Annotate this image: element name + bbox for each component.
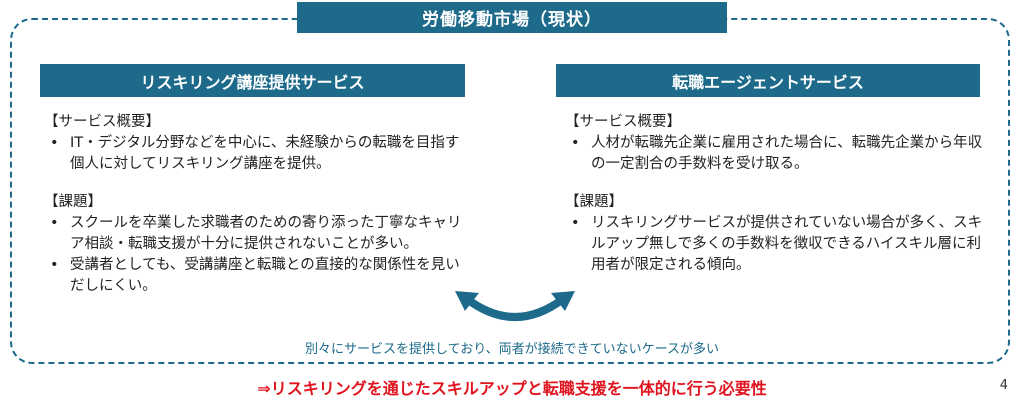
list-item: リスキリングサービスが提供されていない場合が多く、スキルアップ無しで多くの手数料… (565, 213, 985, 276)
list-item: 受講者としても、受講講座と転職との直接的な関係性を見いだしにくい。 (44, 255, 464, 297)
right-service-header: 転職エージェントサービス (556, 64, 980, 97)
left-overview-label: 【サービス概要】 (44, 114, 160, 130)
left-service-header: リスキリング講座提供サービス (40, 64, 465, 97)
right-overview-label: 【サービス概要】 (565, 114, 681, 130)
left-overview-list: IT・デジタル分野などを中心に、未経験からの転職を目指す個人に対してリスキリング… (44, 133, 464, 175)
bidirectional-arrow-icon (455, 291, 575, 321)
list-item: IT・デジタル分野などを中心に、未経験からの転職を目指す個人に対してリスキリング… (44, 133, 464, 175)
disconnect-note: 別々にサービスを提供しており、両者が接続できていないケースが多い (304, 342, 720, 357)
page-title: 労働移動市場（現状） (297, 2, 727, 33)
left-issues-label: 【課題】 (44, 194, 102, 210)
conclusion-text: ⇒リスキリングを通じたスキルアップと転職支援を一体的に行う必要性 (257, 379, 767, 398)
page-number: 4 (999, 378, 1008, 393)
list-item: スクールを卒業した求職者のための寄り添った丁寧なキャリア相談・転職支援が十分に提… (44, 213, 464, 255)
right-service-details: 【サービス概要】 人材が転職先企業に雇用された場合に、転職先企業から年収の一定割… (565, 112, 985, 276)
right-issues-label: 【課題】 (565, 194, 623, 210)
left-service-details: 【サービス概要】 IT・デジタル分野などを中心に、未経験からの転職を目指す個人に… (44, 112, 464, 297)
left-issues-list: スクールを卒業した求職者のための寄り添った丁寧なキャリア相談・転職支援が十分に提… (44, 213, 464, 297)
list-item: 人材が転職先企業に雇用された場合に、転職先企業から年収の一定割合の手数料を受け取… (565, 133, 985, 175)
right-overview-list: 人材が転職先企業に雇用された場合に、転職先企業から年収の一定割合の手数料を受け取… (565, 133, 985, 175)
right-issues-list: リスキリングサービスが提供されていない場合が多く、スキルアップ無しで多くの手数料… (565, 213, 985, 276)
